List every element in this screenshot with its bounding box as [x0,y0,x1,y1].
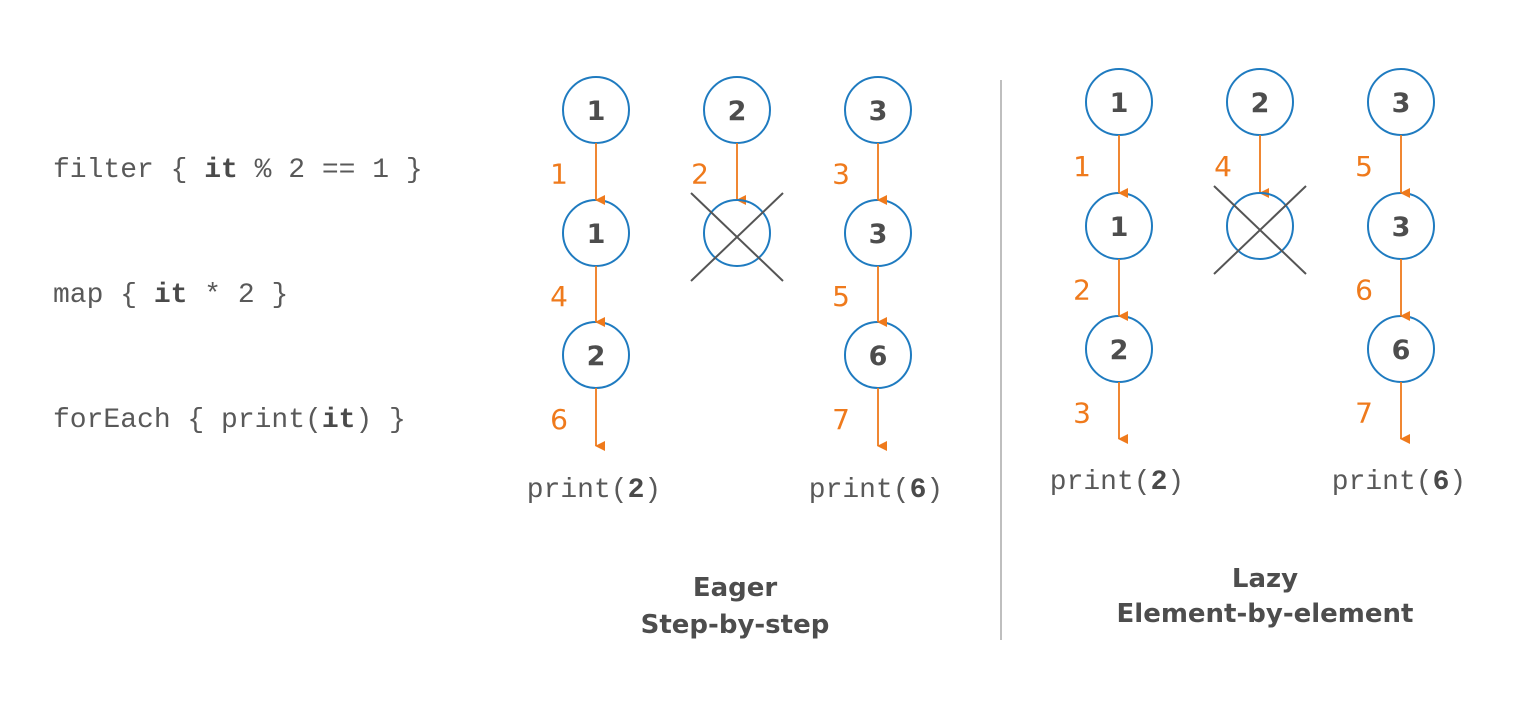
code-line-pre: filter { [53,155,204,186]
element-value: 3 [1392,88,1411,119]
step-number: 3 [832,158,850,191]
filtered-node [703,199,771,267]
code-line-pre: forEach { print( [53,405,322,436]
print-output: print(6) [809,475,943,506]
print-output-pre: print( [809,475,910,506]
code-line-bold: it [322,405,356,436]
print-output-post: ) [644,475,661,506]
step-number: 1 [550,158,568,191]
step-number: 2 [1073,274,1091,307]
element-value: 1 [587,219,606,250]
cross-mark-icon [1213,185,1307,275]
step-number: 7 [1355,397,1373,430]
element-value: 1 [1110,212,1129,243]
step-number: 5 [1355,150,1373,183]
filtered-node [1226,192,1294,260]
element-value: 6 [869,341,888,372]
step-number: 5 [832,280,850,313]
section-subtitle: Element-by-element [1117,599,1414,629]
element-column: 22 [690,76,784,282]
print-output: print(2) [1050,467,1184,498]
print-output: print(2) [527,475,661,506]
element-value: 2 [587,341,606,372]
element-value: 1 [587,96,606,127]
element-value: 2 [1110,335,1129,366]
print-output-pre: print( [1050,467,1151,498]
element-column: 24 [1213,68,1307,275]
step-number: 6 [550,403,568,436]
code-line-post: * 2 } [187,280,288,311]
print-output-bold: 2 [628,475,645,506]
print-output: print(6) [1332,467,1466,498]
print-output-post: ) [1449,467,1466,498]
element-value: 2 [728,96,747,127]
step-number: 3 [1073,397,1091,430]
print-output-post: ) [926,475,943,506]
print-output-bold: 2 [1151,467,1168,498]
eager-section: 112146print(2)22336357print(6)EagerStep-… [527,76,943,640]
print-output-pre: print( [1332,467,1433,498]
code-line-post: % 2 == 1 } [238,155,423,186]
code-line-post: ) } [355,405,405,436]
code-line-bold: it [204,155,238,186]
code-line: map { it * 2 } [53,280,288,311]
code-line-bold: it [154,280,188,311]
element-value: 2 [1251,88,1270,119]
element-value: 3 [869,96,888,127]
code-lines: filter { it % 2 == 1 } map { it * 2 } forE… [53,155,423,436]
print-output-bold: 6 [1433,467,1450,498]
step-number: 4 [550,280,568,313]
step-number: 4 [1214,150,1232,183]
lazy-section: 112123print(2)24336567print(6)LazyElemen… [1050,68,1466,629]
print-output-post: ) [1167,467,1184,498]
print-output-pre: print( [527,475,628,506]
step-number: 2 [691,158,709,191]
code-line-pre: map { [53,280,154,311]
code-line: filter { it % 2 == 1 } [53,155,423,186]
element-value: 6 [1392,335,1411,366]
section-title: Eager [693,573,778,603]
print-output-bold: 6 [910,475,927,506]
step-number: 7 [832,403,850,436]
element-value: 3 [1392,212,1411,243]
code-line: forEach { print(it) } [53,405,406,436]
step-number: 1 [1073,150,1091,183]
element-value: 1 [1110,88,1129,119]
section-subtitle: Step-by-step [641,610,830,640]
section-title: Lazy [1232,564,1298,594]
cross-mark-icon [690,192,784,282]
step-number: 6 [1355,274,1373,307]
element-value: 3 [869,219,888,250]
